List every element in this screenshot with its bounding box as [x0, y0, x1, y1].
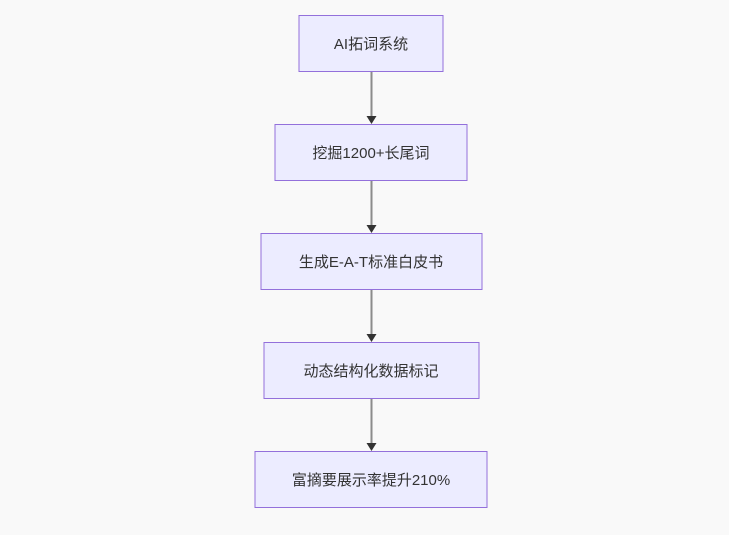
edge-a-to-b: [366, 72, 376, 124]
edge-line: [370, 399, 372, 443]
edge-line: [370, 72, 372, 116]
arrow-down-icon: [366, 334, 376, 342]
edge-line: [370, 181, 372, 225]
edge-d-to-e: [366, 399, 376, 451]
flow-node-structured-data-markup: 动态结构化数据标记: [263, 342, 479, 399]
flow-node-ai-keyword-system: AI拓词系统: [298, 15, 444, 72]
flow-node-rich-snippet-result: 富摘要展示率提升210%: [254, 451, 488, 508]
edge-c-to-d: [366, 290, 376, 342]
arrow-down-icon: [366, 116, 376, 124]
flow-node-longtail-mining: 挖掘1200+长尾词: [274, 124, 468, 181]
arrow-down-icon: [366, 443, 376, 451]
flowchart: AI拓词系统 挖掘1200+长尾词 生成E-A-T标准白皮书 动态结构化数据标记…: [254, 15, 488, 508]
arrow-down-icon: [366, 225, 376, 233]
flow-node-eat-whitepaper: 生成E-A-T标准白皮书: [260, 233, 482, 290]
edge-line: [370, 290, 372, 334]
edge-b-to-c: [366, 181, 376, 233]
